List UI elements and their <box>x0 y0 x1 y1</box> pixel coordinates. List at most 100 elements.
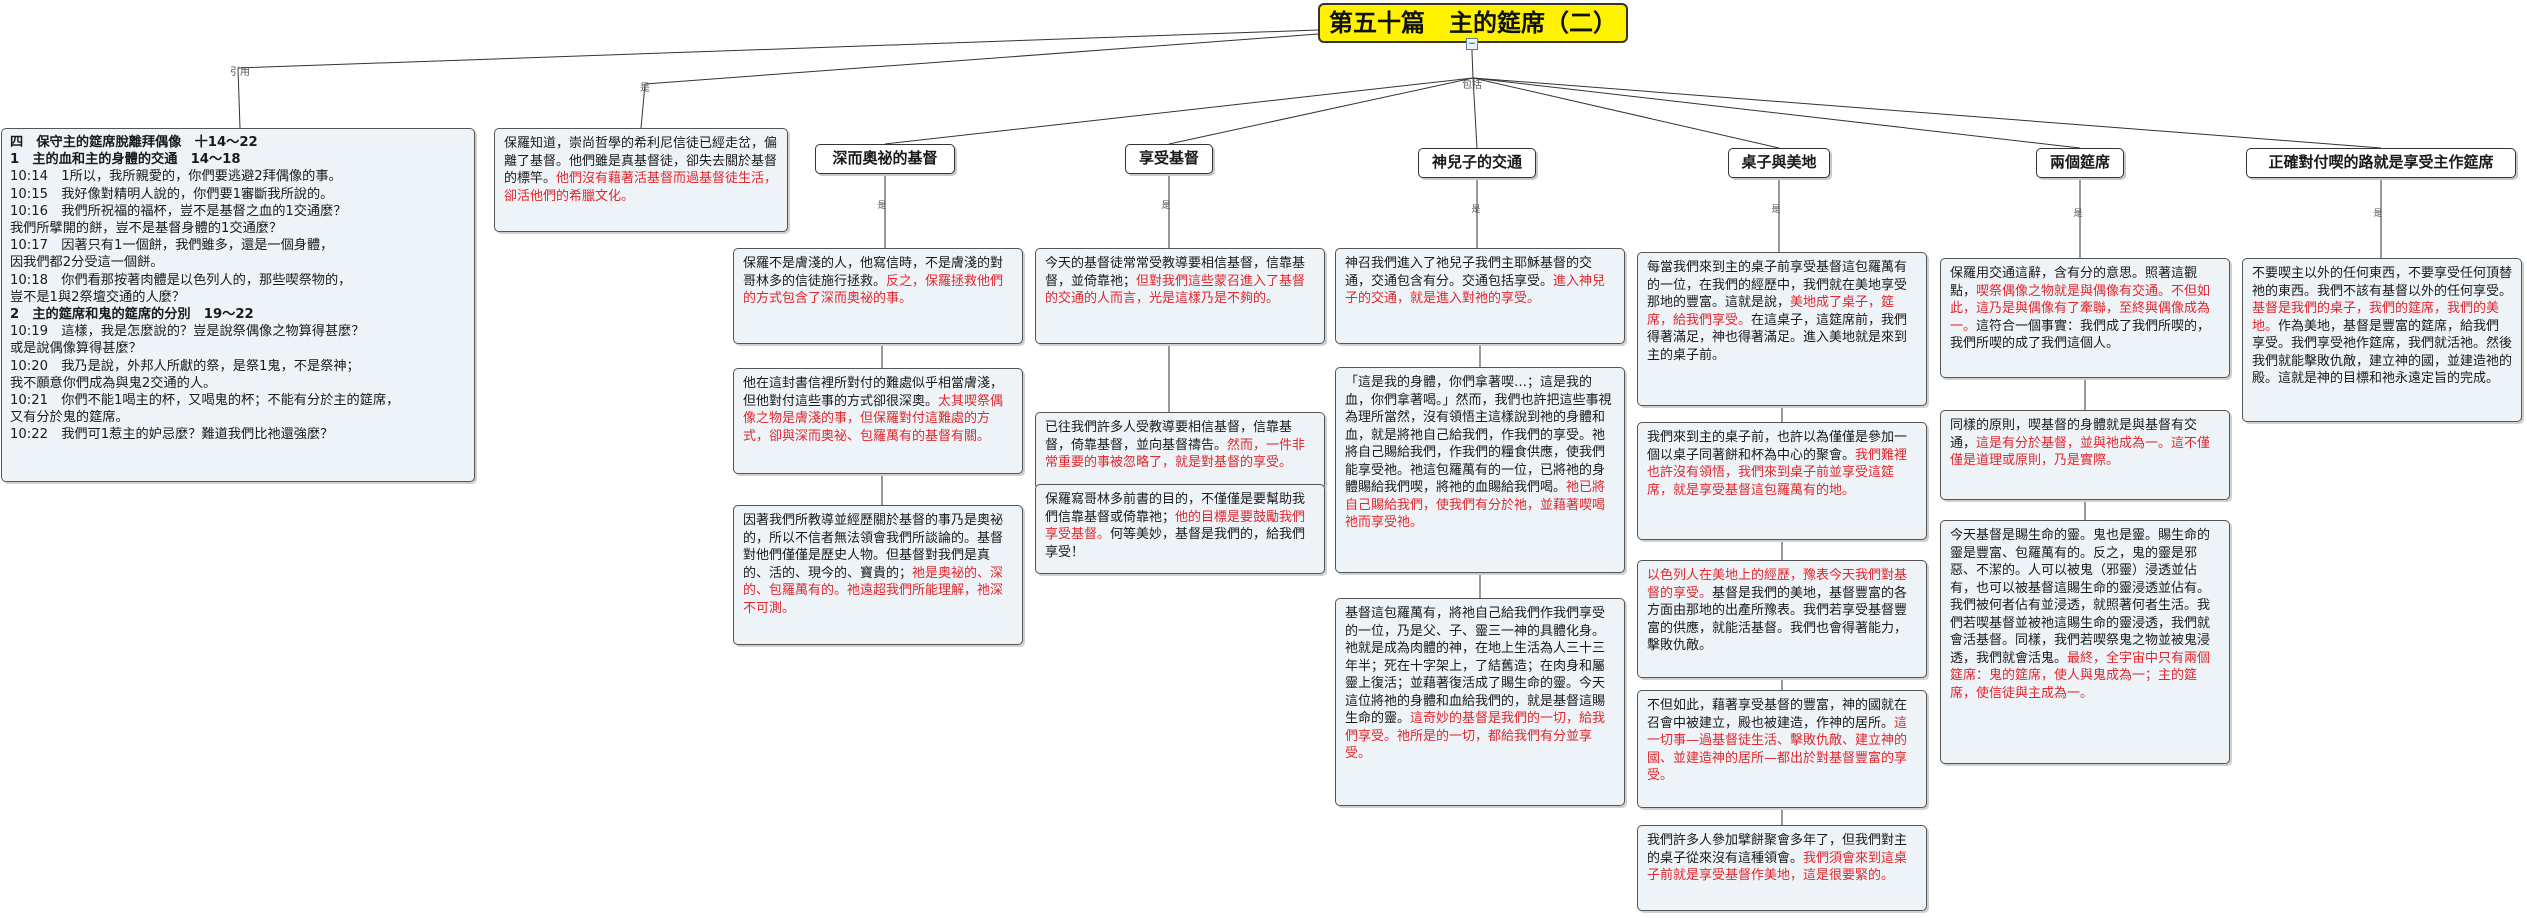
scripture-line: 因我們都2分受這一個餅。 <box>10 255 164 271</box>
scripture-line: 10:20 我乃是說，外邦人所獻的祭，是祭1鬼，不是祭神； <box>10 358 360 374</box>
root-topic[interactable]: 第五十篇 主的筵席（二） <box>1318 3 1628 43</box>
note-right-way-1-text-1: 不要喫主以外的任何東西，不要享受任何頂替祂的東西。我們不該有基督以外的任何享受。 <box>2252 266 2513 299</box>
note-table-1-text-2: 美地成了桌子，筵席，給我們享受。 <box>1647 295 1895 328</box>
note-table-2-text-2: 我們難裡也許沒有領悟，我們來到桌子前並享受這筵席，就是享受基督這包羅萬有的地。 <box>1647 447 1908 498</box>
stem-relation-label: 是 <box>1771 204 1780 215</box>
note-table-3[interactable]: 以色列人在美地上的經歷，豫表今天我們對基督的享受。基督是我們的美地，基督豐富的各… <box>1637 560 1927 678</box>
note-two-tables-2-text-2: 這是有分於基督，並與祂成為一。這不僅僅是道理或原則，乃是實際。 <box>1950 435 2211 469</box>
scripture-line: 我不願意你們成為與鬼2交通的人。 <box>10 375 217 391</box>
scripture-line: 10:16 我們所祝福的福杯，豈不是基督之血的1交通麼？ <box>10 203 347 219</box>
scripture-line: 10:18 你們看那按著肉體是以色列人的，那些喫祭物的， <box>10 272 352 288</box>
note-deep-1-text-2: 反之，保羅拯救他們的方式包含了深而奧祕的事。 <box>743 273 1004 307</box>
note-deep-3[interactable]: 因著我們所教導並經歷關於基督的事乃是奧祕的，所以不信者無法領會我們所談論的。基督… <box>733 505 1023 645</box>
scripture-line: 10:14 1所以，我所親愛的，你們要逃避2拜偶像的事。 <box>10 169 342 185</box>
note-enjoy-2[interactable]: 已往我們許多人受教導要相信基督，信靠基督，倚靠基督，並向基督禱告。然而，一件非常… <box>1035 412 1325 489</box>
stem-relation-label: 是 <box>877 200 886 211</box>
topic-right-way-to-eat[interactable]: 正確對付喫的路就是享受主作筵席 <box>2246 148 2516 178</box>
intro-note-text-1: 保羅知道，崇尚哲學的希利尼信徒已經走岔，偏離了基督。他們雖是真基督徒，卻失去關於… <box>504 136 778 186</box>
note-table-5-text-2: 我們須會來到這桌子前就是享受基督作美地，這是很要緊的。 <box>1647 850 1908 884</box>
topic-table-and-good-land[interactable]: 桌子與美地 <box>1728 148 1830 178</box>
scripture-line: 豈不是1與2祭壇交通的人麼？ <box>10 289 186 305</box>
note-two-tables-1-text-1: 保羅用交通這辭，含有分的意思。照著這觀點， <box>1950 266 2198 299</box>
note-right-way-1-text-3: 作為美地，基督是豐富的筵席，給我們享受。我們享受祂作筵席，我們就活祂。然後我們就… <box>2252 318 2513 387</box>
note-two-tables-1[interactable]: 保羅用交通這辭，含有分的意思。照著這觀點，喫祭偶像之物就是與偶像有交通。不但如此… <box>1940 258 2230 378</box>
note-table-2-text-1: 我們來到主的桌子前，也許以為僅僅是參加一個以桌子同著餅和杯為中心的聚會。 <box>1647 430 1908 463</box>
note-two-tables-1-text-3: 這符合一個事實：我們成了我們所喫的，我們所喫的成了我們這個人。 <box>1950 318 2211 352</box>
note-fellowship-3-text-2: 這奇妙的基督是我們的一切，給我們享受。祂所是的一切，都給我們有分並享受。 <box>1345 711 1606 761</box>
note-fellowship-2-text-1: 「這是我的身體，你們拿著喫…；這是我的血，你們拿著喝。」然而，我們也許把這些事視… <box>1345 375 1612 495</box>
note-enjoy-3-text-3: 何等美妙，基督是我們的，給我們享受！ <box>1045 527 1306 560</box>
relation-label-quote: 引用 <box>230 67 250 78</box>
note-two-tables-3[interactable]: 今天基督是賜生命的靈。鬼也是靈。賜生命的靈是豐富、包羅萬有的。反之，鬼的靈是邪惡… <box>1940 520 2230 764</box>
branch-line-2 <box>1168 77 1474 145</box>
note-table-4-text-1: 不但如此，藉著享受基督的豐富，神的國就在召會中被建立，殿也被建造，作神的居所。 <box>1647 698 1908 731</box>
note-deep-3-text-1: 因著我們所教導並經歷關於基督的事乃是奧祕的，所以不信者無法領會我們所談論的。基督… <box>743 513 1004 581</box>
note-deep-3-text-2: 祂是奧祕的、深的、包羅萬有的。祂遠超我們所能理解，祂深不可測。 <box>743 565 1004 616</box>
note-fellowship-1-text-2: 進入神兒子的交通，就是進入對祂的享受。 <box>1345 273 1606 307</box>
note-right-way-1-text-2: 基督是我們的桌子，我們的筵席，我們的美地。 <box>2252 301 2500 334</box>
note-right-way-1[interactable]: 不要喫主以外的任何東西，不要享受任何頂替祂的東西。我們不該有基督以外的任何享受。… <box>2242 258 2522 422</box>
intro-note-text-2: 他們沒有藉著活基督而過基督徒生活，卻活他們的希臘文化。 <box>504 171 778 204</box>
note-deep-2-text-2: 太其喫祭偶像之物是膚淺的事，但保羅對付這難處的方式，卻與深而奧祕、包羅萬有的基督… <box>743 393 1004 444</box>
relation-label-includes: 包括 <box>1462 80 1482 91</box>
note-table-1[interactable]: 每當我們來到主的桌子前享受基督這包羅萬有的一位，在我們的經歷中，我們就在美地享受… <box>1637 252 1927 406</box>
stem-relation-label: 是 <box>1471 204 1480 215</box>
scripture-line: 或是說偶像算得甚麼？ <box>10 341 142 357</box>
note-table-5-text-1: 我們許多人參加擘餅聚會多年了，但我們對主的桌子從來沒有這種領會。 <box>1647 833 1908 866</box>
branch-line-6 <box>1472 77 2382 149</box>
note-fellowship-2[interactable]: 「這是我的身體，你們拿著喫…；這是我的血，你們拿著喝。」然而，我們也許把這些事視… <box>1335 367 1625 573</box>
note-table-3-text-2: 基督是我們的美地，基督豐富的各方面由那地的出產所豫表。我們若享受基督豐富的供應，… <box>1647 585 1908 654</box>
branch-line-4 <box>1472 77 1780 149</box>
note-table-2[interactable]: 我們來到主的桌子前，也許以為僅僅是參加一個以桌子同著餅和杯為中心的聚會。我們難裡… <box>1637 422 1927 540</box>
scripture-line: 10:22 我們可1惹主的妒忌麼？難道我們比祂還強麼？ <box>10 427 334 443</box>
note-enjoy-2-text-2: 然而，一件非常重要的事被忽略了，就是對基督的享受。 <box>1045 437 1306 471</box>
note-fellowship-2-text-2: 祂已將自己賜給我們，使我們有分於祂，並藉著喫喝祂而享受祂。 <box>1345 480 1606 530</box>
topic-two-tables[interactable]: 兩個筵席 <box>2036 148 2124 178</box>
note-enjoy-3-text-1: 保羅寫哥林多前書的目的，不僅僅是要幫助我們信靠基督或倚靠祂； <box>1045 492 1306 525</box>
stem-relation-label: 是 <box>2373 208 2382 219</box>
note-fellowship-3[interactable]: 基督這包羅萬有，將祂自己給我們作我們享受的一位，乃是父、子、靈三一神的具體化身。… <box>1335 598 1625 806</box>
note-enjoy-3-text-2: 他的目標是要鼓勵我們享受基督。 <box>1045 509 1306 543</box>
note-table-5[interactable]: 我們許多人參加擘餅聚會多年了，但我們對主的桌子從來沒有這種領會。我們須會來到這桌… <box>1637 825 1927 911</box>
stem-relation-label: 是 <box>2073 208 2082 219</box>
note-table-1-text-3: 在這桌子，這筵席前，我們得著滿足，神也得著滿足。進入美地就是來到主的桌子前。 <box>1647 312 1908 363</box>
note-two-tables-2-text-1: 同樣的原則，喫基督的身體就是與基督有交通， <box>1950 418 2198 451</box>
intro-note[interactable]: 保羅知道，崇尚哲學的希利尼信徒已經走岔，偏離了基督。他們雖是真基督徒，卻失去關於… <box>494 128 788 232</box>
note-two-tables-3-text-2: 最終，全宇宙中只有兩個筵席：鬼的筵席，使人與鬼成為一；主的筵席，使信徒與主成為一… <box>1950 650 2211 701</box>
scripture-line: 10:19 這樣，我是怎麼說的？豈是說祭偶像之物算得甚麼？ <box>10 324 365 340</box>
scripture-line: 又有分於鬼的筵席。 <box>10 410 129 426</box>
note-two-tables-3-text-1: 今天基督是賜生命的靈。鬼也是靈。賜生命的靈是豐富、包羅萬有的。反之，鬼的靈是邪惡… <box>1950 528 2211 666</box>
note-two-tables-1-text-2: 喫祭偶像之物就是與偶像有交通。不但如此，這乃是與偶像有了牽聯，至終與偶像成為一。 <box>1950 283 2211 334</box>
topic-enjoy-christ[interactable]: 享受基督 <box>1125 144 1213 174</box>
note-fellowship-1-text-1: 神召我們進入了祂兒子我們主耶穌基督的交通，交通包含有分。交通包括享受。 <box>1345 256 1593 289</box>
note-deep-2-text-1: 他在這封書信裡所對付的難處似乎相當膚淺，但他對付這些事的方式卻很深奧。 <box>743 376 1004 409</box>
collapse-toggle-icon[interactable]: − <box>1466 38 1478 50</box>
note-table-4-text-2: 這一切事—過基督徒生活、擊敗仇敵、建立神的國、並建造神的居所—都出於對基督豐富的… <box>1647 715 1908 784</box>
note-fellowship-1[interactable]: 神召我們進入了祂兒子我們主耶穌基督的交通，交通包含有分。交通包括享受。進入神兒子… <box>1335 248 1625 344</box>
note-table-4[interactable]: 不但如此，藉著享受基督的豐富，神的國就在召會中被建立，殿也被建造，作神的居所。這… <box>1637 690 1927 808</box>
scripture-line: 2 主的筵席和鬼的筵席的分別 19～22 <box>10 307 254 323</box>
note-table-1-text-1: 每當我們來到主的桌子前享受基督這包羅萬有的一位，在我們的經歷中，我們就在美地享受… <box>1647 260 1908 310</box>
note-enjoy-1-text-1: 今天的基督徒常常受教導要相信基督，信靠基督，並倚靠祂； <box>1045 256 1306 289</box>
topic-deep-mysterious-christ[interactable]: 深而奧祕的基督 <box>815 144 955 174</box>
note-deep-1[interactable]: 保羅不是膚淺的人，他寫信時，不是膚淺的對哥林多的信徒施行拯救。反之，保羅拯救他們… <box>733 248 1023 344</box>
stem-relation-label: 是 <box>1161 200 1170 211</box>
note-enjoy-1[interactable]: 今天的基督徒常常受教導要相信基督，信靠基督，並倚靠祂；但對我們這些蒙召進入了基督… <box>1035 248 1325 344</box>
note-deep-2[interactable]: 他在這封書信裡所對付的難處似乎相當膚淺，但他對付這些事的方式卻很深奧。太其喫祭偶… <box>733 368 1023 474</box>
scripture-line: 四 保守主的筵席脫離拜偶像 十14～22 <box>10 135 258 150</box>
hub-line <box>1471 51 1474 79</box>
topic-fellowship-of-son[interactable]: 神兒子的交通 <box>1418 148 1536 178</box>
note-enjoy-1-text-2: 但對我們這些蒙召進入了基督的交通的人而言，光是這樣乃是不夠的。 <box>1045 273 1306 307</box>
note-two-tables-2[interactable]: 同樣的原則，喫基督的身體就是與基督有交通，這是有分於基督，並與祂成為一。這不僅僅… <box>1940 410 2230 500</box>
relation-label-is: 是 <box>640 83 650 94</box>
note-enjoy-2-text-1: 已往我們許多人受教導要相信基督，信靠基督，倚靠基督，並向基督禱告。 <box>1045 420 1293 453</box>
note-enjoy-3[interactable]: 保羅寫哥林多前書的目的，不僅僅是要幫助我們信靠基督或倚靠祂；他的目標是要鼓勵我們… <box>1035 484 1325 574</box>
scripture-line: 10:17 因著只有1一個餅，我們雖多，還是一個身體， <box>10 238 334 254</box>
is-link-line <box>644 33 1319 85</box>
note-deep-1-text-1: 保羅不是膚淺的人，他寫信時，不是膚淺的對哥林多的信徒施行拯救。 <box>743 256 1004 289</box>
note-table-3-text-1: 以色列人在美地上的經歷，豫表今天我們對基督的享受。 <box>1647 568 1908 601</box>
quote-link-line <box>237 29 1319 69</box>
